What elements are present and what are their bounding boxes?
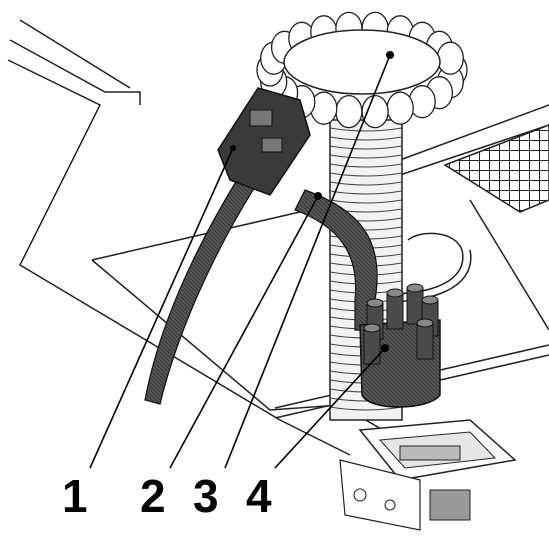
diffuser-petal [436,41,464,75]
diffuser-petal [386,91,414,125]
leader-line-4 [274,347,386,469]
tube-rib [329,190,403,195]
tube-rib [329,181,403,186]
diffuser-petal [335,94,363,129]
tube-rib [329,136,403,141]
tube-rib [329,406,403,411]
connector-block [217,87,311,196]
leader-line-2 [169,195,319,469]
tube-rib [329,145,403,150]
diffuser-head [256,11,468,129]
manifold-stub [406,287,424,325]
manifold-stub-top [366,298,384,308]
manifold-stub-top [421,295,439,305]
tube-rib [329,154,403,159]
manifold-stub-top [406,283,424,293]
callout-2: 2 [140,470,166,522]
tube-rib [329,163,403,168]
callout-1: 1 [62,470,88,522]
tube-rib [329,127,403,132]
leader-line-3 [224,54,391,469]
leader-lines [89,54,391,469]
manifold-stub [416,322,434,360]
callout-labels: 1 2 3 4 [62,470,272,522]
leader-line-1 [89,147,234,469]
bottom-unit [339,419,517,531]
manifold-stub [363,327,381,365]
tube-rib [329,172,403,177]
callout-3: 3 [193,470,219,522]
cable [144,174,259,405]
manifold-stub [386,292,404,330]
manifold [359,283,441,408]
diffuser-petal [361,94,389,129]
tube-rib [329,199,403,204]
manifold-stub-top [363,323,381,333]
grille-panel [443,124,549,213]
callout-4: 4 [246,470,272,522]
manifold-stub-top [416,318,434,328]
manifold-stub-top [386,288,404,298]
